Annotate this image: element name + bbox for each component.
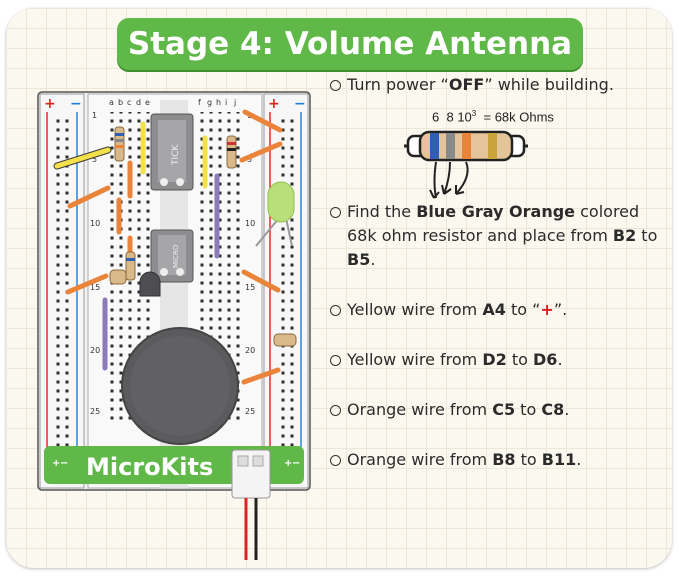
svg-text:i: i <box>225 98 227 107</box>
svg-text:10: 10 <box>245 219 255 228</box>
step-3: Yellow wire from A4 to “+”. <box>330 298 670 322</box>
svg-text:10: 10 <box>90 219 100 228</box>
step-4: Yellow wire from D2 to D6. <box>330 348 670 372</box>
chip-micro: MICRO <box>150 229 194 283</box>
svg-text:−: − <box>60 458 68 469</box>
rail-minus-left: − <box>70 96 82 112</box>
rail-plus-right: + <box>268 96 280 112</box>
svg-text:1: 1 <box>92 111 97 120</box>
step-5: Orange wire from C5 to C8. <box>330 398 670 422</box>
wires <box>53 109 283 385</box>
svg-text:f: f <box>198 98 201 107</box>
resistors <box>109 126 297 347</box>
green-led <box>255 181 295 247</box>
svg-text:15: 15 <box>90 283 100 292</box>
svg-text:5: 5 <box>92 155 97 164</box>
bullet-icon <box>330 207 341 218</box>
svg-text:c: c <box>127 98 131 107</box>
column-letters: a b c d e f g h i j <box>109 98 236 107</box>
resistor-illustration <box>404 130 528 199</box>
svg-text:20: 20 <box>245 346 255 355</box>
svg-text:−: − <box>292 458 300 469</box>
svg-text:e: e <box>145 98 150 107</box>
rail-minus-right: − <box>294 96 306 112</box>
svg-text:25: 25 <box>90 407 100 416</box>
svg-text:TICK: TICK <box>171 144 181 166</box>
svg-text:25: 25 <box>245 407 255 416</box>
bullet-icon <box>330 405 341 416</box>
step-1: Turn power “OFF” while building. <box>330 73 670 97</box>
bullet-icon <box>330 455 341 466</box>
transistor <box>139 271 161 297</box>
resistor-code-label: 6 8 103 = 68k Ohms <box>432 109 554 125</box>
svg-text:+: + <box>52 458 60 469</box>
svg-text:h: h <box>216 98 221 107</box>
svg-text:a: a <box>109 98 114 107</box>
step-2: Find the Blue Gray Orange colored 68k oh… <box>330 200 670 272</box>
svg-text:g: g <box>207 98 212 107</box>
stage-title: Stage 4: Volume Antenna <box>117 18 583 70</box>
bullet-icon <box>330 305 341 316</box>
bullet-icon <box>330 80 341 91</box>
svg-text:15: 15 <box>245 283 255 292</box>
svg-text:d: d <box>136 98 141 107</box>
svg-text:MICRO: MICRO <box>172 244 180 268</box>
bullet-icon <box>330 355 341 366</box>
chip-tick: TICK <box>150 113 194 191</box>
svg-text:+: + <box>284 458 292 469</box>
brand-logo: MicroKits <box>86 453 213 481</box>
svg-text:j: j <box>233 98 236 107</box>
step-6: Orange wire from B8 to B11. <box>330 448 670 472</box>
rail-plus-left: + <box>44 96 56 112</box>
svg-text:b: b <box>118 98 123 107</box>
svg-text:20: 20 <box>90 346 100 355</box>
